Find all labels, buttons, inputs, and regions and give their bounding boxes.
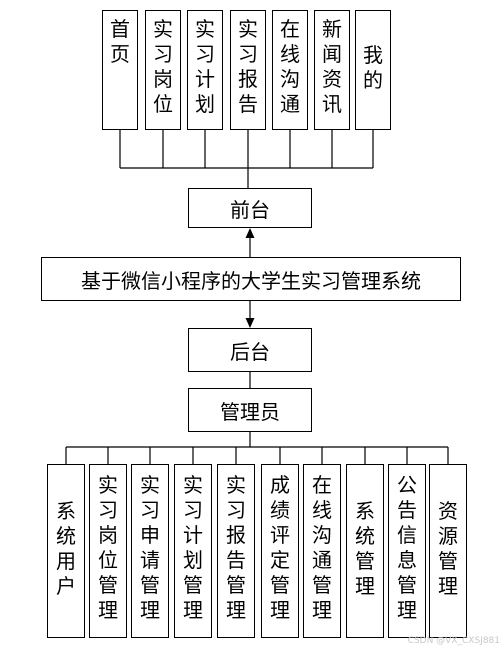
frontend-module-mine: 我的 (355, 10, 391, 130)
backend-module-chat-management: 在线沟通管理 (303, 464, 341, 638)
module-label: 系统用户 (56, 499, 76, 598)
module-label: 我的 (363, 43, 383, 92)
backend-module-plan-management: 实习计划管理 (174, 464, 212, 638)
module-label: 实习申请管理 (140, 473, 160, 622)
backend-module-system-management: 系统管理 (346, 464, 384, 638)
module-label: 在线沟通管理 (312, 473, 332, 622)
frontend-module-home: 首页 (102, 10, 138, 130)
module-label: 资源管理 (438, 499, 458, 598)
module-label: 实习岗位 (153, 17, 173, 116)
backend-module-position-management: 实习岗位管理 (89, 464, 127, 638)
arrow-down-icon (245, 318, 255, 328)
watermark: CSDN @VX_CXSJ881 (407, 636, 500, 646)
frontend-module-online-chat: 在线沟通 (272, 10, 308, 130)
module-label: 实习报告 (238, 17, 258, 116)
frontend-label: 前台 (230, 197, 270, 222)
frontend-module-internship-plan: 实习计划 (187, 10, 223, 130)
backend-module-report-management: 实习报告管理 (217, 464, 255, 638)
backend-label: 后台 (230, 339, 270, 364)
module-label: 系统管理 (355, 499, 375, 598)
backend-module-system-users: 系统用户 (47, 464, 85, 638)
admin-label: 管理员 (220, 399, 280, 424)
system-title-box: 基于微信小程序的大学生实习管理系统 (41, 257, 461, 301)
system-title: 基于微信小程序的大学生实习管理系统 (81, 268, 421, 293)
backend-module-application-management: 实习申请管理 (131, 464, 169, 638)
module-label: 首页 (110, 17, 130, 66)
module-label: 新闻资讯 (322, 17, 342, 116)
module-label: 实习计划 (195, 17, 215, 116)
frontend-module-news: 新闻资讯 (314, 10, 350, 130)
frontend-module-internship-report: 实习报告 (230, 10, 266, 130)
module-label: 实习计划管理 (183, 473, 203, 622)
module-label: 实习岗位管理 (98, 473, 118, 622)
admin-box: 管理员 (188, 388, 312, 432)
arrow-up-icon (245, 228, 255, 238)
module-label: 在线沟通 (280, 17, 300, 116)
backend-module-resource-management: 资源管理 (429, 464, 467, 638)
module-label: 成绩评定管理 (270, 473, 290, 622)
backend-module-grading-management: 成绩评定管理 (261, 464, 299, 638)
frontend-module-internship-positions: 实习岗位 (145, 10, 181, 130)
backend-module-announcement-management: 公告信息管理 (388, 464, 426, 638)
backend-box: 后台 (188, 328, 312, 372)
module-label: 公告信息管理 (397, 473, 417, 622)
frontend-box: 前台 (188, 188, 312, 228)
module-label: 实习报告管理 (226, 473, 246, 622)
